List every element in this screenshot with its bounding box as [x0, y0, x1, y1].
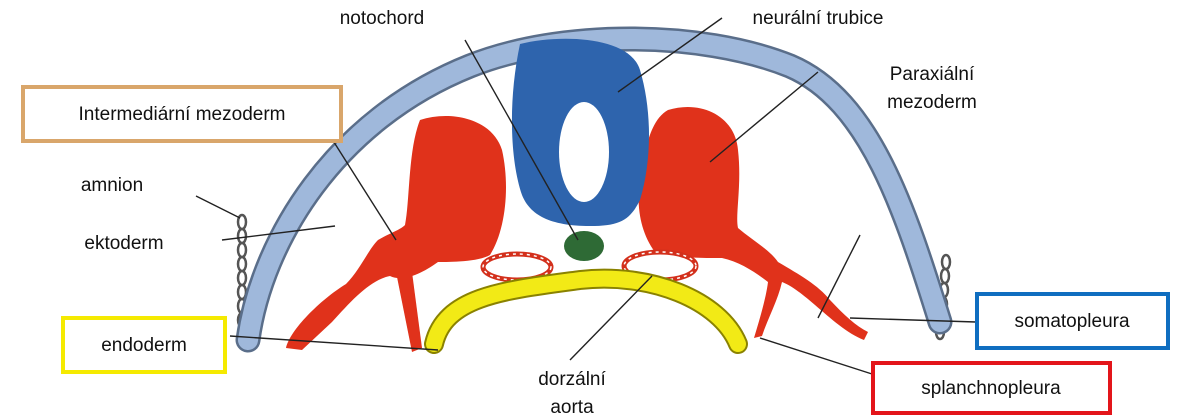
leader-endoderm: [230, 336, 438, 350]
endoderm-layer: [434, 279, 738, 344]
box-splanchnopleura: splanchnopleura: [873, 363, 1110, 413]
box-endoderm: endoderm: [63, 318, 225, 372]
mesoderm-left: [286, 116, 506, 350]
box-intermediate-mesoderm: Intermediární mezoderm: [23, 87, 341, 141]
leader-paraxial: [710, 72, 818, 162]
leader-amnion: [196, 196, 240, 218]
leader-somatopleura-2: [818, 235, 860, 318]
intermediate-mesoderm-left-limb: [396, 272, 422, 352]
label-aorta-line2: aorta: [550, 397, 594, 416]
label-aorta-line1: dorzální: [538, 369, 606, 390]
box-somatopleura: somatopleura: [977, 294, 1168, 348]
label-splanchnopleura: splanchnopleura: [921, 378, 1061, 399]
label-amnion: amnion: [81, 175, 143, 196]
leader-somatopleura: [850, 318, 976, 322]
label-paraxial-line2: mezoderm: [887, 92, 977, 113]
label-somatopleura: somatopleura: [1014, 311, 1130, 332]
label-endoderm: endoderm: [101, 335, 187, 356]
label-neural-tube: neurální trubice: [753, 8, 884, 29]
label-intermediate-mesoderm: Intermediární mezoderm: [79, 104, 286, 125]
notochord: [564, 231, 604, 261]
label-paraxial-line1: Paraxiální: [890, 64, 975, 85]
label-notochord: notochord: [340, 8, 425, 29]
leader-splanchnopleura: [760, 338, 872, 374]
mesoderm-right: [639, 107, 868, 340]
label-ectoderm: ektoderm: [84, 233, 163, 254]
neural-tube: [512, 39, 649, 226]
